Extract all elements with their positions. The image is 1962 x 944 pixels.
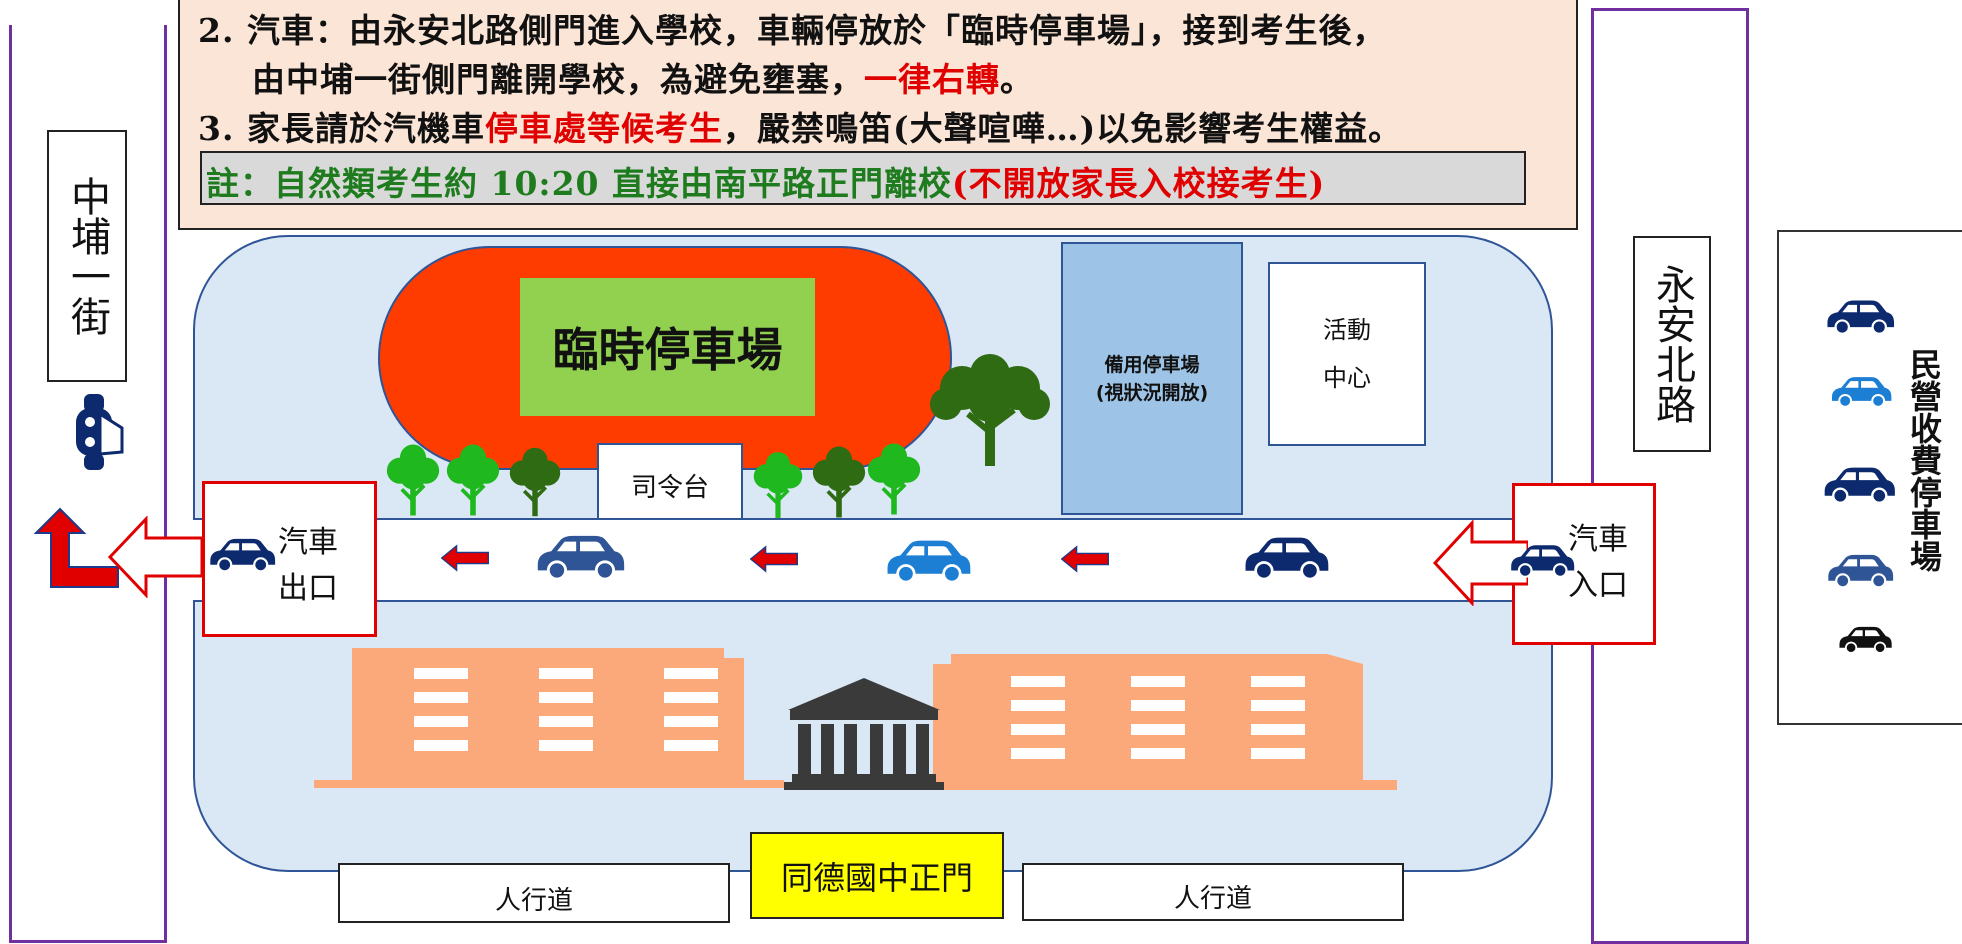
turn-arrow-icon — [33, 507, 119, 588]
car-icon — [882, 536, 974, 584]
activity-center-label-1: 活動 — [1323, 316, 1371, 344]
motorbike-icon — [76, 394, 124, 470]
main-gate: 同德國中正門 — [750, 832, 1004, 919]
notice-line-3-text: 3. 家長請於汽機車 — [198, 109, 485, 148]
car-icon — [522, 532, 638, 580]
car-icon — [1823, 297, 1897, 335]
walkway-left: 人行道 — [338, 863, 730, 923]
backup-parking-note: (視狀況開放) — [1095, 381, 1209, 404]
car-icon — [1824, 551, 1896, 589]
arrow-left-icon — [750, 545, 798, 573]
command-stage: 司令台 — [597, 443, 743, 528]
tree-icon — [866, 438, 922, 520]
car-icon — [1828, 373, 1894, 409]
car-icon — [1240, 534, 1332, 580]
activity-center: 活動 中心 — [1268, 262, 1426, 446]
walkway-right: 人行道 — [1022, 863, 1404, 921]
car-icon — [206, 532, 278, 576]
car-exit-label-1: 汽車 — [278, 525, 338, 560]
school-building-icon — [314, 648, 784, 788]
arrow-left-icon — [1061, 545, 1109, 573]
notice-right-turn: 一律右轉 — [864, 60, 1000, 99]
car-exit-box — [202, 481, 377, 637]
notice-line-3-end: ，嚴禁鳴笛(大聲喧嘩…)以免影響考生權益。 — [722, 109, 1403, 148]
notice-note: 註：自然類考生約 10:20 直接由南平路正門離校(不開放家長入校接考生) — [206, 157, 1325, 205]
car-entrance-label-2: 入口 — [1568, 568, 1628, 603]
notice-line-2a: 2. 汽車：由永安北路側門進入學校，車輛停放於「臨時停車場」，接到考生後， — [198, 11, 1387, 50]
notice-line-3: 3. 家長請於汽機車停車處等候考生，嚴禁鳴笛(大聲喧嘩…)以免影響考生權益。 — [198, 102, 1402, 150]
car-icon — [1820, 464, 1898, 504]
school-hall-icon — [784, 678, 944, 790]
tree-icon — [811, 440, 867, 524]
backup-parking-label: 備用停車場 — [1104, 353, 1200, 376]
notice-note-green: 註：自然類考生約 10:20 直接由南平路正門離校 — [206, 164, 953, 203]
tree-icon — [752, 446, 804, 524]
right-road — [1591, 8, 1749, 944]
left-road-label: 中埔一街 — [47, 130, 127, 382]
tree-icon — [930, 354, 1050, 466]
notice-line-2b-end: 。 — [1000, 60, 1034, 99]
car-entrance-label: 汽車 入口 — [1568, 517, 1628, 609]
car-entrance-label-1: 汽車 — [1568, 522, 1628, 557]
temp-parking-area: 臨時停車場 — [520, 278, 815, 416]
tree-icon — [385, 438, 441, 522]
activity-center-label-2: 中心 — [1323, 364, 1371, 392]
car-exit-label-2: 出口 — [278, 571, 338, 606]
car-icon — [1836, 622, 1894, 656]
private-parking-label: 民營收費停車場 — [1905, 348, 1943, 572]
driveway-lane — [193, 518, 1549, 602]
backup-parking-area: 備用停車場 (視狀況開放) — [1061, 242, 1243, 515]
notice-line-2b-text: 由中埔一街側門離開學校，為避免壅塞， — [252, 60, 864, 99]
tree-icon — [445, 438, 501, 522]
school-building-icon — [925, 654, 1397, 790]
notice-line-2b: 由中埔一街側門離開學校，為避免壅塞，一律右轉。 — [252, 53, 1034, 101]
arrow-left-icon — [441, 544, 489, 572]
notice-wait-area: 停車處等候考生 — [484, 109, 723, 148]
notice-note-box: 註：自然類考生約 10:20 直接由南平路正門離校(不開放家長入校接考生) — [200, 151, 1526, 205]
tree-icon — [508, 442, 562, 522]
right-road-label: 永安北路 — [1633, 236, 1711, 452]
exit-arrow-icon — [108, 516, 204, 598]
car-icon — [1507, 538, 1577, 582]
entrance-arrow-icon — [1432, 520, 1528, 606]
notice-note-red: (不開放家長入校接考生) — [952, 164, 1326, 203]
car-exit-label: 汽車 出口 — [278, 520, 338, 612]
notice-box: 2. 汽車：由永安北路側門進入學校，車輛停放於「臨時停車場」，接到考生後， 由中… — [178, 0, 1578, 230]
